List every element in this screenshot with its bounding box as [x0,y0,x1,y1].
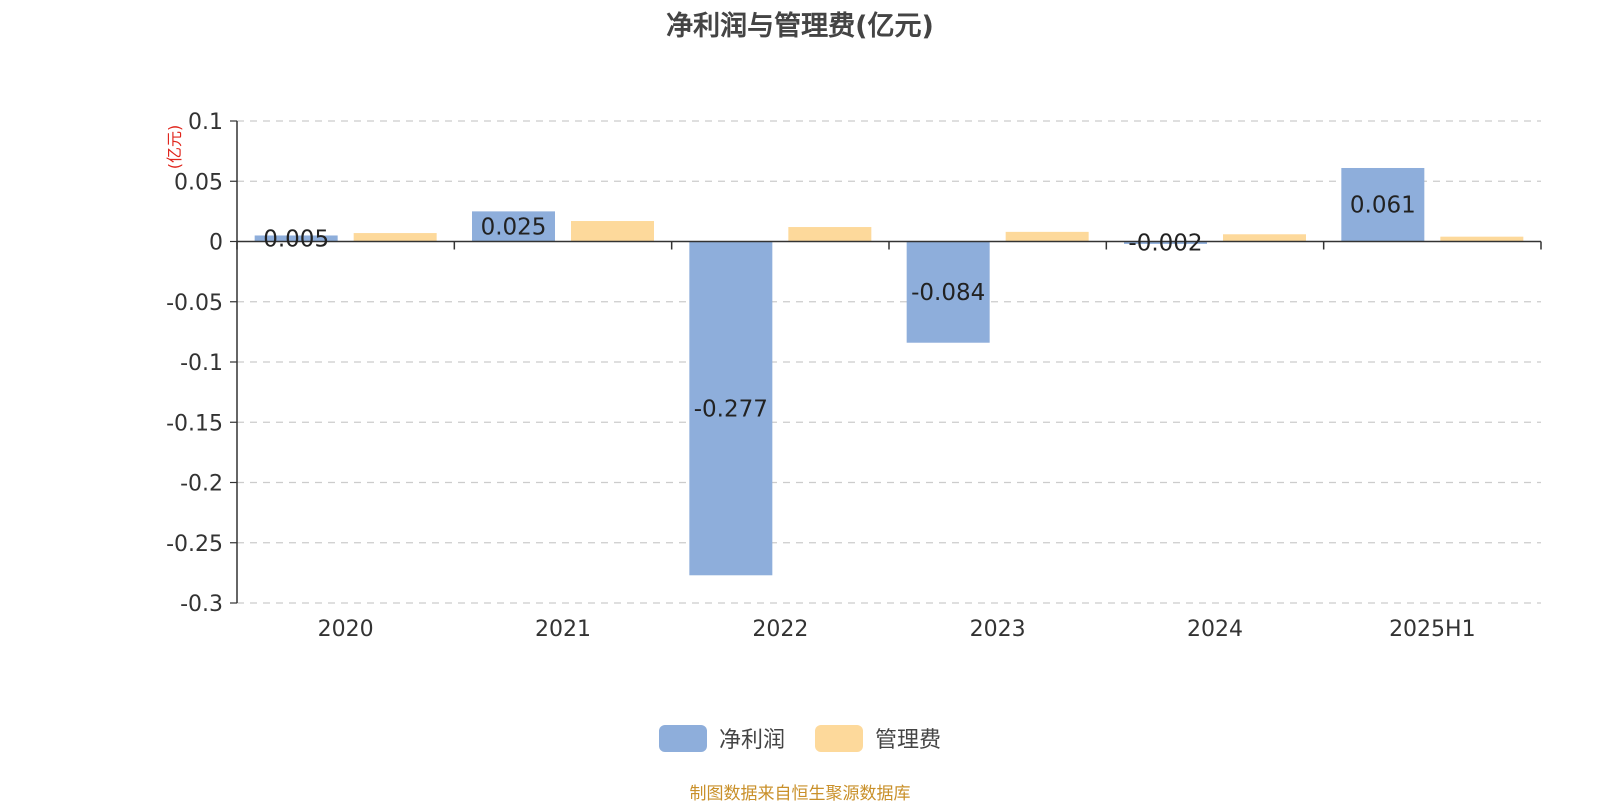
y-tick-label: -0.1 [180,351,223,376]
legend-swatch-net-profit [658,724,707,752]
axis-layer: 0.1 0.05 0 -0.05 -0.1 -0.15 -0.2 -0.25 -0.3 (亿元) 2… [165,110,1542,642]
labels-layer: 0.005 0.025 -0.277 -0.084 -0.002 0.061 [263,193,1416,423]
y-tick-label: -0.2 [180,472,223,497]
data-label-net-profit-2024: -0.002 [1128,231,1202,257]
chart-title: 净利润与管理费(亿元) [666,11,934,42]
bar-admin-fee-2022 [788,227,872,242]
y-tick-label: -0.05 [166,291,223,316]
x-tick-label: 2025H1 [1389,617,1476,642]
data-label-net-profit-2020: 0.005 [263,226,329,252]
bar-net-profit-2024 [1124,241,1207,244]
bar-net-profit-2021 [472,211,555,242]
legend: 净利润 管理费 [0,722,1600,754]
legend-swatch-admin-fee [815,724,863,752]
legend-item-net-profit[interactable]: 净利润 [658,722,785,754]
data-label-net-profit-2025H1: 0.061 [1350,193,1416,219]
y-tick-label: 0.1 [188,110,223,135]
data-label-net-profit-2021: 0.025 [481,214,547,240]
data-label-net-profit-2023: -0.084 [911,280,985,306]
x-tick-label: 2021 [535,617,591,642]
bar-admin-fee-2021 [571,221,654,242]
x-tick-label: 2020 [318,617,374,642]
grid-layer [237,120,1541,604]
bar-admin-fee-2025H1 [1440,236,1524,242]
y-tick-label: -0.15 [166,411,223,436]
bar-net-profit-2023 [906,241,990,343]
x-tick-label: 2023 [970,617,1026,642]
source-note: 制图数据来自恒生聚源数据库 [689,784,911,804]
legend-label-admin-fee: 管理费 [875,728,942,753]
bar-admin-fee-2024 [1223,234,1306,242]
legend-item-admin-fee[interactable]: 管理费 [815,722,941,754]
bar-net-profit-2022 [689,241,773,576]
y-tick-label: 0.05 [174,170,223,195]
bars-layer [254,167,1524,576]
legend-label-net-profit: 净利润 [718,728,785,753]
x-tick-label: 2022 [752,617,808,642]
bar-admin-fee-2023 [1005,231,1089,242]
bar-net-profit-2025H1 [1341,167,1425,242]
y-tick-label: -0.3 [180,592,223,617]
y-tick-label: -0.25 [166,532,223,557]
bar-net-profit-2020 [254,235,338,242]
bar-admin-fee-2020 [353,233,437,242]
y-tick-label: 0 [209,231,223,256]
x-tick-label: 2024 [1187,617,1243,642]
y-axis-title: (亿元) [165,125,184,170]
data-label-net-profit-2022: -0.277 [694,396,768,422]
